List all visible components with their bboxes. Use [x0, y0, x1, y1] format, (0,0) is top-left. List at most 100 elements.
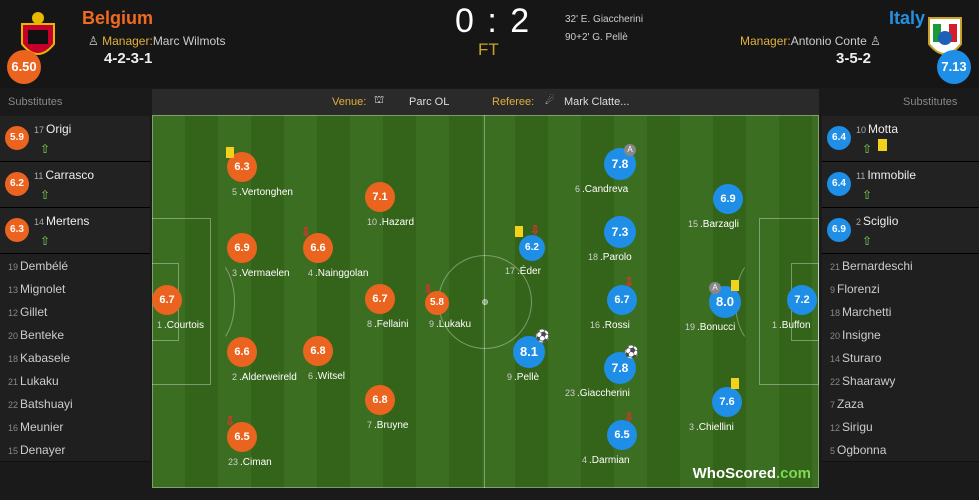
stadium-icon: ⛫ [374, 94, 385, 106]
pitch: 6.7 1.Courtois 6.3 5.Vertonghen 6.9 3.Ve… [152, 115, 819, 488]
sub-off-icon: ⇩ [301, 225, 312, 239]
sub-on-icon: ⇧ [40, 234, 51, 248]
player-rating: 6.7 [152, 285, 182, 315]
player-marker[interactable]: 6.7 ⇩ 16.Rossi [590, 276, 637, 331]
away-team-name[interactable]: Italy [888, 8, 925, 28]
player-marker[interactable]: 6.8 7.Bruyne [365, 385, 408, 431]
player-name: 23.Giaccherini [565, 388, 630, 399]
yellow-card-icon [878, 139, 887, 151]
player-marker[interactable]: 6.3 5.Vertonghen [226, 147, 293, 198]
center-spot [482, 299, 488, 305]
sub-on-icon: ⇧ [862, 188, 873, 202]
player-marker[interactable]: 6.5 ⇩ 23.Ciman [225, 415, 272, 468]
sub-rating: 6.4 [827, 126, 851, 150]
player-name: 1.Buffon [772, 320, 811, 331]
player-name: 19.Bonucci [685, 322, 736, 333]
player-rating: 6.5 [607, 420, 637, 450]
player-marker[interactable]: 7.3 18.Parolo [588, 216, 636, 263]
player-marker[interactable]: 6.5 ⇩ 4.Darmian [582, 411, 637, 466]
player-rating: 6.9 [713, 184, 743, 214]
player-rating: 6.8 [365, 385, 395, 415]
yellow-card-icon [731, 280, 739, 291]
player-rating: 7.6 [712, 387, 742, 417]
player-name: 4.Nainggolan [308, 268, 369, 279]
yellow-card-icon [731, 378, 739, 389]
player-rating: 6.5 [227, 422, 257, 452]
left-penalty-arc [187, 258, 235, 346]
player-name: 5.Vertonghen [232, 187, 293, 198]
player-marker[interactable]: 6.7 1.Courtois [152, 285, 204, 331]
player-marker[interactable]: 7.8 A 6.Candreva [575, 144, 636, 195]
player-rating: 6.6 [227, 337, 257, 367]
sub-off-icon: ⇩ [624, 410, 635, 424]
player-rating: 6.6 [303, 233, 333, 263]
player-marker[interactable]: 5.8 ⇩ 9.Lukaku [423, 283, 471, 330]
whistle-icon: ☄ [545, 95, 555, 107]
player-marker[interactable]: 6.8 6.Witsel [303, 336, 345, 382]
player-name: 18.Parolo [588, 252, 632, 263]
manager-icon: ♙ [88, 34, 99, 48]
match-header: 6.50 Belgium ♙ Manager:Marc Wilmots 4-2-… [0, 0, 979, 88]
player-name: 9.Pellè [507, 372, 540, 383]
player-marker[interactable]: 7.8 ⚽ 23.Giaccherini [565, 346, 639, 399]
player-name: 4.Darmian [582, 455, 630, 466]
player-marker[interactable]: 6.9 15.Barzagli [688, 184, 743, 230]
player-marker[interactable]: 6.2 ⇩ 17.Éder [505, 224, 545, 277]
player-name: 3.Vermaelen [232, 268, 290, 279]
player-marker[interactable]: 7.1 10.Hazard [365, 182, 414, 228]
sub-on-icon: ⇧ [40, 142, 51, 156]
sub-off-icon: ⇩ [624, 275, 635, 289]
player-rating: 6.8 [303, 336, 333, 366]
player-marker[interactable]: 6.6 2.Alderweireld [227, 337, 297, 383]
sub-on-icon: ⇧ [862, 234, 873, 248]
home-team-name[interactable]: Belgium [82, 8, 154, 28]
yellow-card-icon [226, 147, 234, 158]
captain-icon: A [709, 282, 721, 294]
player-marker[interactable]: 6.9 3.Vermaelen [227, 233, 290, 279]
player-marker[interactable]: 7.6 3.Chiellini [689, 378, 742, 433]
player-marker[interactable]: 6.7 8.Fellaini [365, 284, 408, 330]
sub-off-icon: ⇩ [423, 282, 434, 296]
player-marker[interactable]: 8.0 A 19.Bonucci [685, 280, 741, 333]
player-marker[interactable]: 6.6 ⇩ 4.Nainggolan [301, 226, 368, 279]
manager-label: Manager: [740, 34, 791, 48]
player-name: 9.Lukaku [429, 319, 472, 330]
player-marker[interactable]: 7.2 1.Buffon [772, 285, 817, 331]
away-manager-name[interactable]: Antonio Conte [790, 34, 867, 48]
player-rating: 5.8 [425, 291, 449, 315]
home-manager-name[interactable]: Marc Wilmots [152, 34, 226, 48]
player-marker[interactable]: 8.1 ⚽ 9.Pellè [507, 330, 550, 383]
player-name: 2.Alderweireld [232, 372, 297, 383]
player-name: 1.Courtois [157, 320, 205, 331]
away-manager: Manager:Antonio Conte ♙ [740, 34, 881, 48]
goal-ball-icon: ⚽ [535, 329, 550, 343]
player-rating: 6.7 [365, 284, 395, 314]
